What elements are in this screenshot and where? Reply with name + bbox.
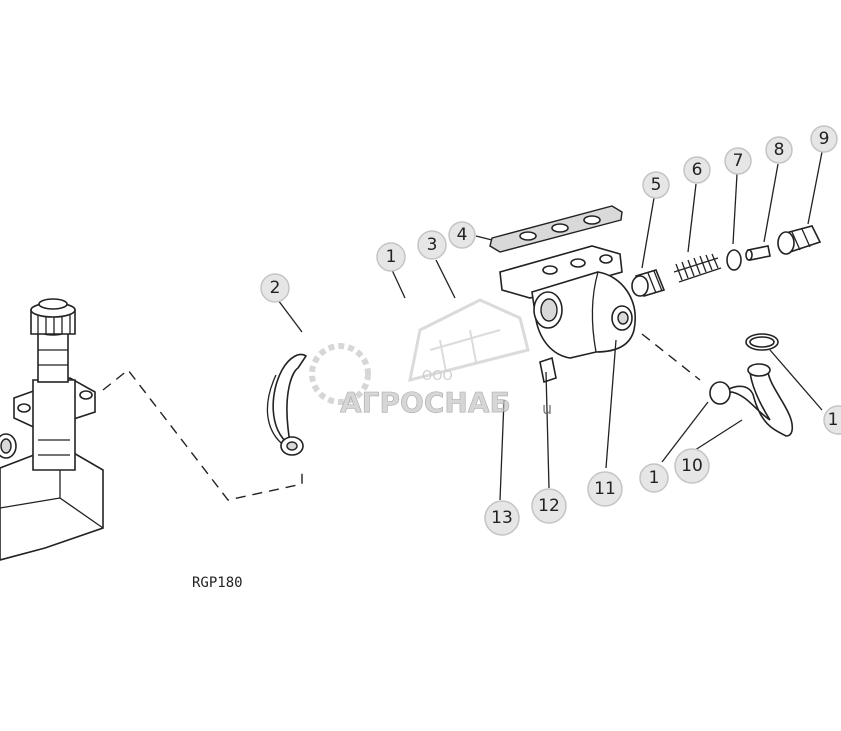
leader-lines bbox=[277, 151, 823, 501]
gasket-part-4 bbox=[489, 205, 623, 253]
callout-3: 3 bbox=[417, 230, 447, 260]
callout-5: 5 bbox=[642, 171, 670, 199]
spring-part-6 bbox=[673, 253, 722, 283]
callout-10: 10 bbox=[674, 448, 710, 484]
callout-13: 13 bbox=[484, 500, 520, 536]
svg-text:12: 12 bbox=[538, 496, 560, 516]
svg-text:4: 4 bbox=[457, 225, 468, 245]
pin-part-8 bbox=[745, 245, 771, 261]
valve-seat-part-5 bbox=[631, 269, 666, 297]
callout-4: 4 bbox=[448, 221, 476, 249]
svg-text:9: 9 bbox=[819, 129, 830, 149]
hose-part-2 bbox=[266, 353, 308, 456]
svg-text:7: 7 bbox=[733, 151, 744, 171]
figure-label: RGP180 bbox=[192, 575, 243, 591]
pump-body-part-11 bbox=[499, 245, 636, 384]
callout-1-lower: 1 bbox=[639, 463, 669, 493]
callout-6: 6 bbox=[683, 156, 711, 184]
connection-dashed-line bbox=[102, 369, 303, 501]
body-to-elbow-dashed-line bbox=[641, 333, 701, 381]
svg-text:3: 3 bbox=[427, 235, 438, 255]
svg-text:10: 10 bbox=[681, 456, 703, 476]
watermark-suffix: u bbox=[542, 399, 552, 418]
callout-1-top: 1 bbox=[376, 242, 406, 272]
callout-2: 2 bbox=[260, 273, 290, 303]
pump-housing bbox=[0, 298, 104, 561]
svg-text:1: 1 bbox=[386, 247, 397, 267]
agrosnab-watermark: ООО АГРОСНАБ u bbox=[309, 298, 552, 419]
o-ring-part-1-lower bbox=[709, 381, 731, 405]
callout-8: 8 bbox=[765, 136, 793, 164]
callout-1-right: 1 bbox=[823, 405, 841, 435]
svg-text:11: 11 bbox=[594, 479, 616, 499]
o-ring-part-7 bbox=[726, 249, 742, 271]
svg-text:6: 6 bbox=[692, 160, 703, 180]
watermark-name: АГРОСНАБ bbox=[340, 386, 511, 419]
watermark-prefix: ООО bbox=[422, 369, 453, 384]
svg-text:2: 2 bbox=[270, 278, 281, 298]
callout-7: 7 bbox=[724, 147, 752, 175]
callout-12: 12 bbox=[531, 488, 567, 524]
svg-text:1: 1 bbox=[649, 468, 660, 488]
callout-9: 9 bbox=[810, 125, 838, 153]
o-ring-part-1-upper bbox=[745, 333, 779, 351]
svg-text:13: 13 bbox=[491, 508, 513, 528]
callout-11: 11 bbox=[587, 471, 623, 507]
svg-text:1: 1 bbox=[828, 410, 839, 430]
svg-text:5: 5 bbox=[651, 175, 662, 195]
plug-part-9 bbox=[777, 225, 822, 255]
svg-text:8: 8 bbox=[774, 140, 785, 160]
elbow-hose-part-10 bbox=[717, 363, 794, 437]
